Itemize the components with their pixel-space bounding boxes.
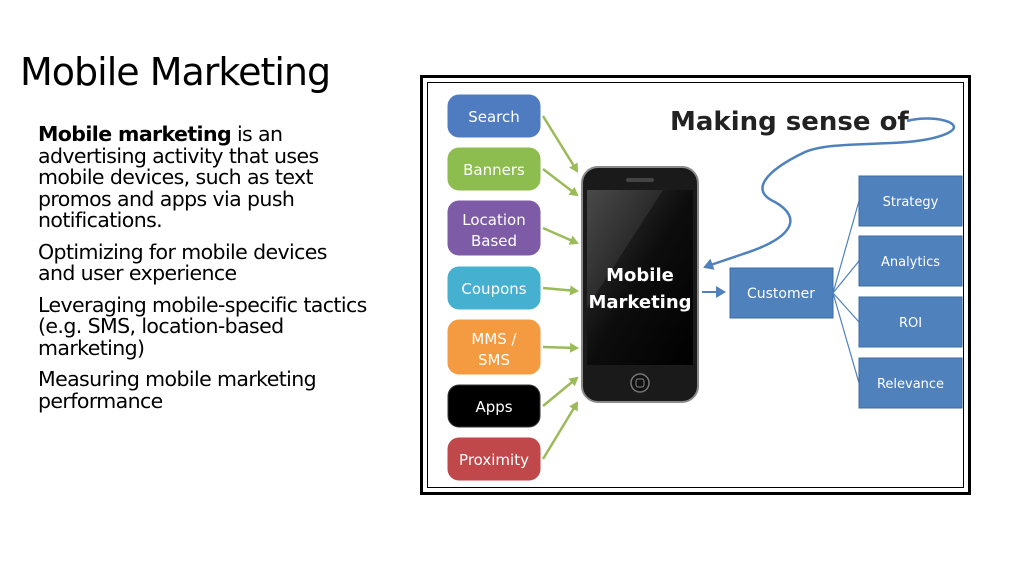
channel-box xyxy=(447,266,541,310)
outcome-box xyxy=(858,235,963,287)
channel-label: Proximity xyxy=(459,451,529,469)
channel-box xyxy=(447,319,541,375)
outcome-connector xyxy=(832,292,860,323)
channel-label-line1: Location xyxy=(462,211,525,229)
channel-box xyxy=(447,437,541,481)
outcome-label: Strategy xyxy=(883,195,939,210)
channel-arrow xyxy=(542,376,579,407)
channel-arrow xyxy=(542,168,579,197)
outcome-label: Analytics xyxy=(881,255,940,270)
customer-box xyxy=(729,267,834,319)
outcome-connector xyxy=(832,200,860,294)
bullet-3: Leveraging mobile-specific tactics (e.g.… xyxy=(38,292,367,360)
channel-label-line2: Based xyxy=(471,232,517,250)
bullet-2: Optimizing for mobile devices and user e… xyxy=(38,239,327,285)
channel-arrow xyxy=(541,115,579,173)
swirl-arrow xyxy=(703,117,956,270)
channel-arrow xyxy=(542,226,579,245)
outcome-connector xyxy=(832,260,860,294)
outcome-relevance: Relevance xyxy=(858,357,963,409)
channel-proximity: Proximity xyxy=(447,437,541,481)
outcome-roi: ROI xyxy=(858,296,963,348)
channel-arrow xyxy=(541,401,579,460)
outcome-box xyxy=(858,175,963,227)
channel-search: Search xyxy=(447,94,541,138)
channel-arrows xyxy=(541,115,579,460)
outcome-connector xyxy=(832,292,860,384)
channel-arrow xyxy=(542,285,579,296)
channel-label: Coupons xyxy=(461,280,526,298)
channel-label: Banners xyxy=(463,161,525,179)
phone-label-line2: Marketing xyxy=(588,292,691,313)
outcome-label: Relevance xyxy=(877,377,944,392)
channel-label-line1: MMS / xyxy=(471,330,517,348)
diagram-heading: Making sense of xyxy=(670,107,909,137)
channel-label: Apps xyxy=(475,398,512,416)
outcome-strategy: Strategy xyxy=(858,175,963,227)
outcome-box xyxy=(858,296,963,348)
channel-apps: Apps xyxy=(447,384,541,428)
diagram: Making sense of SearchBannersLocationBas… xyxy=(447,94,963,481)
channel-box xyxy=(447,147,541,191)
bullet-1: Mobile marketing is an advertising activ… xyxy=(38,122,368,232)
channel-arrow xyxy=(542,342,579,353)
channel-box xyxy=(447,384,541,428)
channel-box xyxy=(447,94,541,138)
channel-label: Search xyxy=(468,108,520,126)
bullet-4: Measuring mobile marketing performance xyxy=(38,367,317,413)
channel-mms: MMS / SMS xyxy=(447,319,541,375)
diagram-frame-inner xyxy=(427,82,964,488)
page-title: Mobile Marketing xyxy=(20,50,331,94)
channel-banners: Banners xyxy=(447,147,541,191)
channel-label-line2: SMS xyxy=(478,351,510,369)
bullet-1-bold: Mobile marketing xyxy=(38,122,232,146)
customer-label: Customer xyxy=(747,286,815,302)
phone-illustration: Mobile Marketing xyxy=(581,166,699,403)
bullet-list: Mobile marketing is an advertising activ… xyxy=(38,122,368,422)
phone-label-line1: Mobile xyxy=(606,265,674,286)
outcome-label: ROI xyxy=(899,316,922,331)
channel-coupons: Coupons xyxy=(447,266,541,310)
outcome-box xyxy=(858,357,963,409)
bullet-1-text: is an advertising activity that uses mob… xyxy=(38,122,319,232)
channel-box xyxy=(447,200,541,256)
outcome-analytics: Analytics xyxy=(858,235,963,287)
